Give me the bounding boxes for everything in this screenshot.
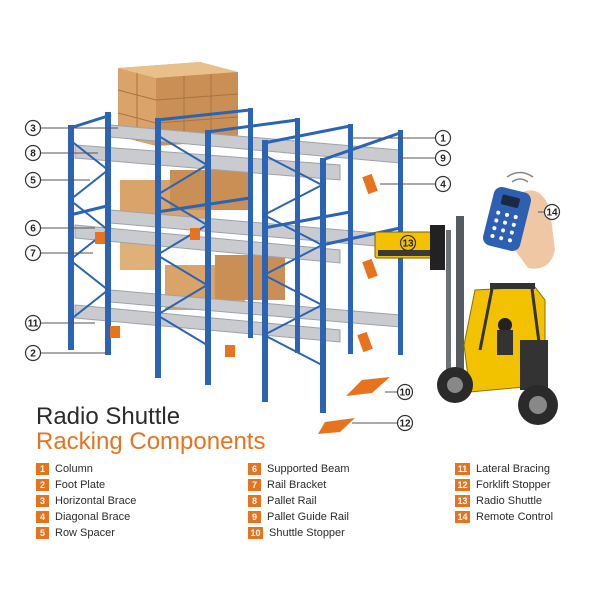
legend-item: 7 Rail Bracket xyxy=(248,477,350,493)
legend-label: Pallet Guide Rail xyxy=(267,511,349,523)
callout-14: 14 xyxy=(543,203,561,221)
legend-column-2: 6 Supported Beam 7 Rail Bracket 8 Pallet Ra… xyxy=(248,461,350,541)
svg-text:7: 7 xyxy=(30,249,36,260)
svg-text:14: 14 xyxy=(546,208,558,219)
legend-item: 5 Row Spacer xyxy=(36,525,136,541)
callout-13: 13 xyxy=(399,234,417,252)
legend-number: 13 xyxy=(455,495,470,507)
svg-text:12: 12 xyxy=(399,419,411,430)
svg-text:8: 8 xyxy=(30,149,36,160)
top-cartons xyxy=(117,62,239,146)
legend-item: 2 Foot Plate xyxy=(36,477,136,493)
title-line-1: Radio Shuttle xyxy=(36,403,181,430)
legend-item: 10 Shuttle Stopper xyxy=(248,525,350,541)
svg-text:4: 4 xyxy=(440,180,446,191)
callout-2: 2 xyxy=(24,344,42,362)
legend-item: 1 Column xyxy=(36,461,136,477)
orange-parts xyxy=(95,173,390,434)
callout-7: 7 xyxy=(24,244,42,262)
legend-item: 4 Diagonal Brace xyxy=(36,509,136,525)
svg-text:9: 9 xyxy=(440,154,446,165)
legend-label: Radio Shuttle xyxy=(476,495,543,507)
legend-label: Column xyxy=(55,463,93,475)
legend-label: Supported Beam xyxy=(267,463,350,475)
svg-text:10: 10 xyxy=(399,388,411,399)
diagonal-braces xyxy=(68,134,325,366)
callout-6: 6 xyxy=(24,219,42,237)
legend-label: Pallet Rail xyxy=(267,495,317,507)
legend-label: Rail Bracket xyxy=(267,479,327,491)
callout-12: 12 xyxy=(396,414,414,432)
svg-text:11: 11 xyxy=(28,319,39,330)
callout-3: 3 xyxy=(24,119,42,137)
legend-number: 7 xyxy=(248,479,261,491)
leader-lines xyxy=(40,127,546,424)
legend-label: Remote Control xyxy=(476,511,554,523)
legend-item: 3 Horizontal Brace xyxy=(36,493,136,509)
svg-text:2: 2 xyxy=(30,349,36,360)
legend-item: 8 Pallet Rail xyxy=(248,493,350,509)
title-line-2: Racking Components xyxy=(36,428,266,455)
svg-text:1: 1 xyxy=(440,134,446,145)
rack-beams xyxy=(69,108,401,247)
legend-number: 10 xyxy=(248,527,263,539)
legend-label: Row Spacer xyxy=(55,527,115,539)
remote-control-hand xyxy=(483,171,555,269)
callout-11: 11 xyxy=(24,314,42,332)
legend-label: Foot Plate xyxy=(55,479,106,491)
legend-item: 6 Supported Beam xyxy=(248,461,350,477)
legend-item: 12 Forklift Stopper xyxy=(455,477,553,493)
callouts: 3 8 5 6 7 11 2 1 9 4 10 12 13 14 xyxy=(24,119,561,432)
forklift xyxy=(374,216,558,425)
legend-number: 14 xyxy=(455,511,470,523)
legend-item: 9 Pallet Guide Rail xyxy=(248,509,350,525)
svg-text:6: 6 xyxy=(30,224,36,235)
legend-number: 9 xyxy=(248,511,261,523)
legend-number: 2 xyxy=(36,479,49,491)
legend-number: 6 xyxy=(248,463,261,475)
legend-number: 4 xyxy=(36,511,49,523)
legend-label: Forklift Stopper xyxy=(476,479,551,491)
svg-text:13: 13 xyxy=(402,239,414,250)
legend-number: 3 xyxy=(36,495,49,507)
legend-item: 11 Lateral Bracing xyxy=(455,461,553,477)
legend-label: Diagonal Brace xyxy=(55,511,131,523)
legend-number: 1 xyxy=(36,463,49,475)
legend-number: 5 xyxy=(36,527,49,539)
legend-item: 14 Remote Control xyxy=(455,509,553,525)
svg-text:3: 3 xyxy=(30,124,36,135)
legend-label: Lateral Bracing xyxy=(476,463,550,475)
callout-1: 1 xyxy=(434,129,452,147)
legend-label: Shuttle Stopper xyxy=(269,527,345,539)
legend-number: 11 xyxy=(455,463,470,475)
callout-10: 10 xyxy=(396,383,414,401)
legend-number: 8 xyxy=(248,495,261,507)
legend-item: 13 Radio Shuttle xyxy=(455,493,553,509)
svg-text:5: 5 xyxy=(30,176,36,187)
callout-8: 8 xyxy=(24,144,42,162)
callout-4: 4 xyxy=(434,175,452,193)
callout-9: 9 xyxy=(434,149,452,167)
callout-5: 5 xyxy=(24,171,42,189)
legend-number: 12 xyxy=(455,479,470,491)
legend-label: Horizontal Brace xyxy=(55,495,137,507)
